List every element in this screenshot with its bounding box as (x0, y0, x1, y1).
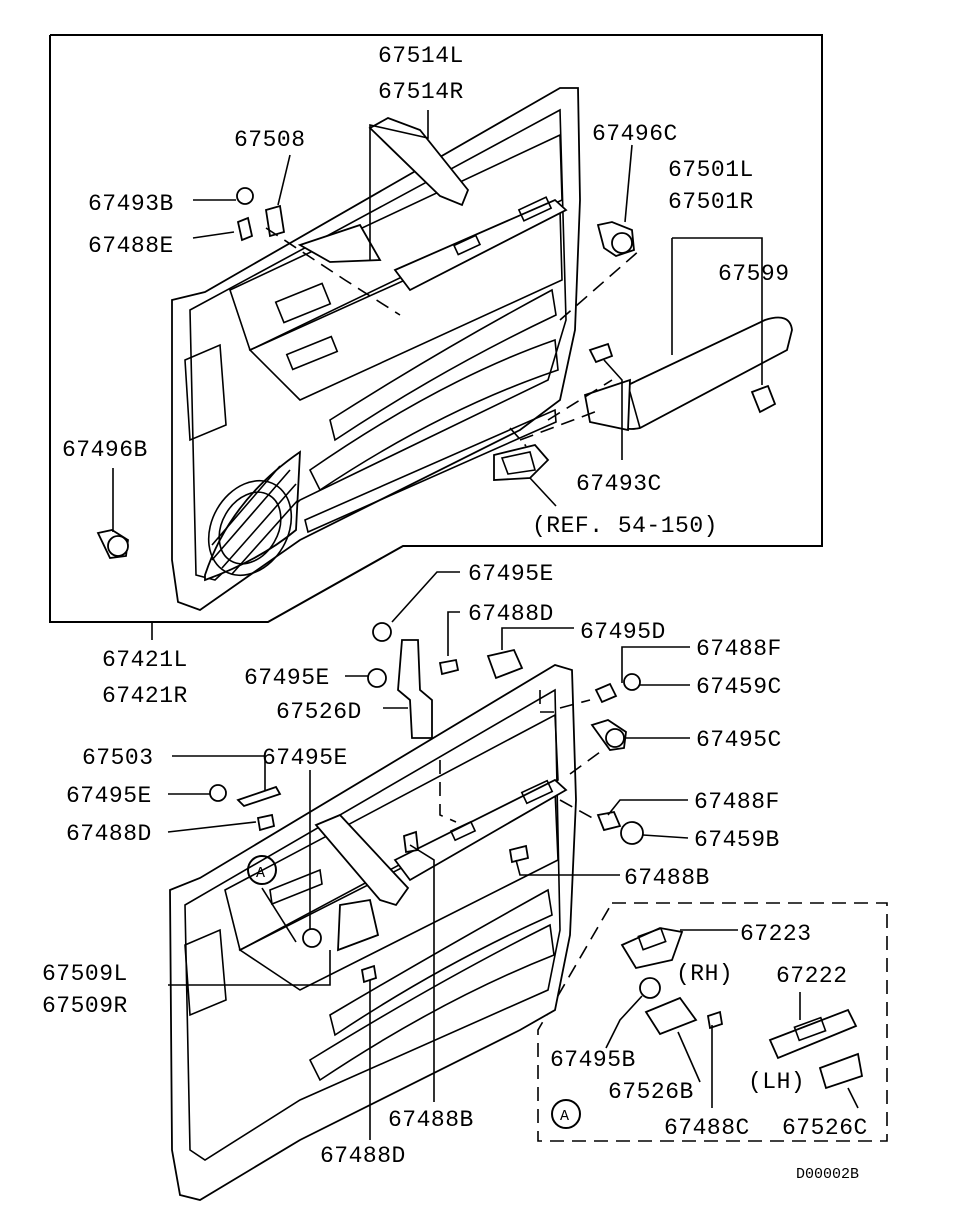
label-67509r: 67509R (42, 993, 128, 1019)
label-67488c: 67488C (664, 1115, 750, 1141)
label-67488b-bottom: 67488B (388, 1107, 474, 1133)
label-67501r: 67501R (668, 189, 754, 215)
upper-door-trim-panel (171, 87, 581, 612)
label-67526c: 67526C (782, 1115, 868, 1141)
label-67459c: 67459C (696, 674, 782, 700)
label-67488f-top: 67488F (696, 636, 782, 662)
label-67459b: 67459B (694, 827, 780, 853)
label-67508: 67508 (234, 127, 306, 153)
lower-pull-grip (314, 813, 410, 952)
label-67493b: 67493B (88, 191, 174, 217)
label-67495e-mid: 67495E (244, 665, 330, 691)
callout-a-parts (620, 927, 864, 1090)
label-reference: (REF. 54-150) (532, 513, 718, 539)
label-67421l: 67421L (102, 647, 188, 673)
label-67496b: 67496B (62, 437, 148, 463)
label-67495c: 67495C (696, 727, 782, 753)
label-67495e-grip: 67495E (262, 745, 348, 771)
label-67526d: 67526D (276, 699, 362, 725)
upper-frame (49, 34, 823, 623)
upper-pull-grip (297, 117, 470, 263)
label-67493c: 67493C (576, 471, 662, 497)
callout-a-frame-letter: A (560, 1108, 569, 1125)
upper-window-switch (493, 443, 550, 481)
callout-a-marker (247, 855, 277, 885)
label-67488b-right: 67488B (624, 865, 710, 891)
label-67488d-left: 67488D (66, 821, 152, 847)
label-67599: 67599 (718, 261, 790, 287)
label-67526b: 67526B (608, 1079, 694, 1105)
callout-a-frame-marker (551, 1099, 581, 1129)
lower-fasteners (209, 622, 644, 984)
upper-armrest (583, 316, 793, 432)
label-67495b: 67495B (550, 1047, 636, 1073)
label-67488f-mid: 67488F (694, 789, 780, 815)
label-67488d-bottom: 67488D (320, 1143, 406, 1169)
label-rh: (RH) (676, 961, 733, 987)
label-67488e: 67488E (88, 233, 174, 259)
diagram-id: D00002B (796, 1166, 859, 1183)
lower-switch-base (393, 778, 568, 882)
label-67514r: 67514R (378, 79, 464, 105)
label-67495e-top: 67495E (468, 561, 554, 587)
label-67421r: 67421R (102, 683, 188, 709)
label-67503: 67503 (82, 745, 154, 771)
label-67509l: 67509L (42, 961, 128, 987)
label-67223: 67223 (740, 921, 812, 947)
leader-lines (112, 110, 859, 1140)
upper-switch-panel (393, 196, 568, 292)
label-67496c: 67496C (592, 121, 678, 147)
label-67222: 67222 (776, 963, 848, 989)
label-67501l: 67501L (668, 157, 754, 183)
label-lh: (LH) (748, 1069, 805, 1095)
label-67495e-left: 67495E (66, 783, 152, 809)
label-67514l: 67514L (378, 43, 464, 69)
upper-clips (96, 187, 635, 559)
install-dash-lines (265, 227, 641, 823)
label-67488d-top: 67488D (468, 601, 554, 627)
callout-a-letter: A (256, 865, 265, 882)
label-67495d: 67495D (580, 619, 666, 645)
